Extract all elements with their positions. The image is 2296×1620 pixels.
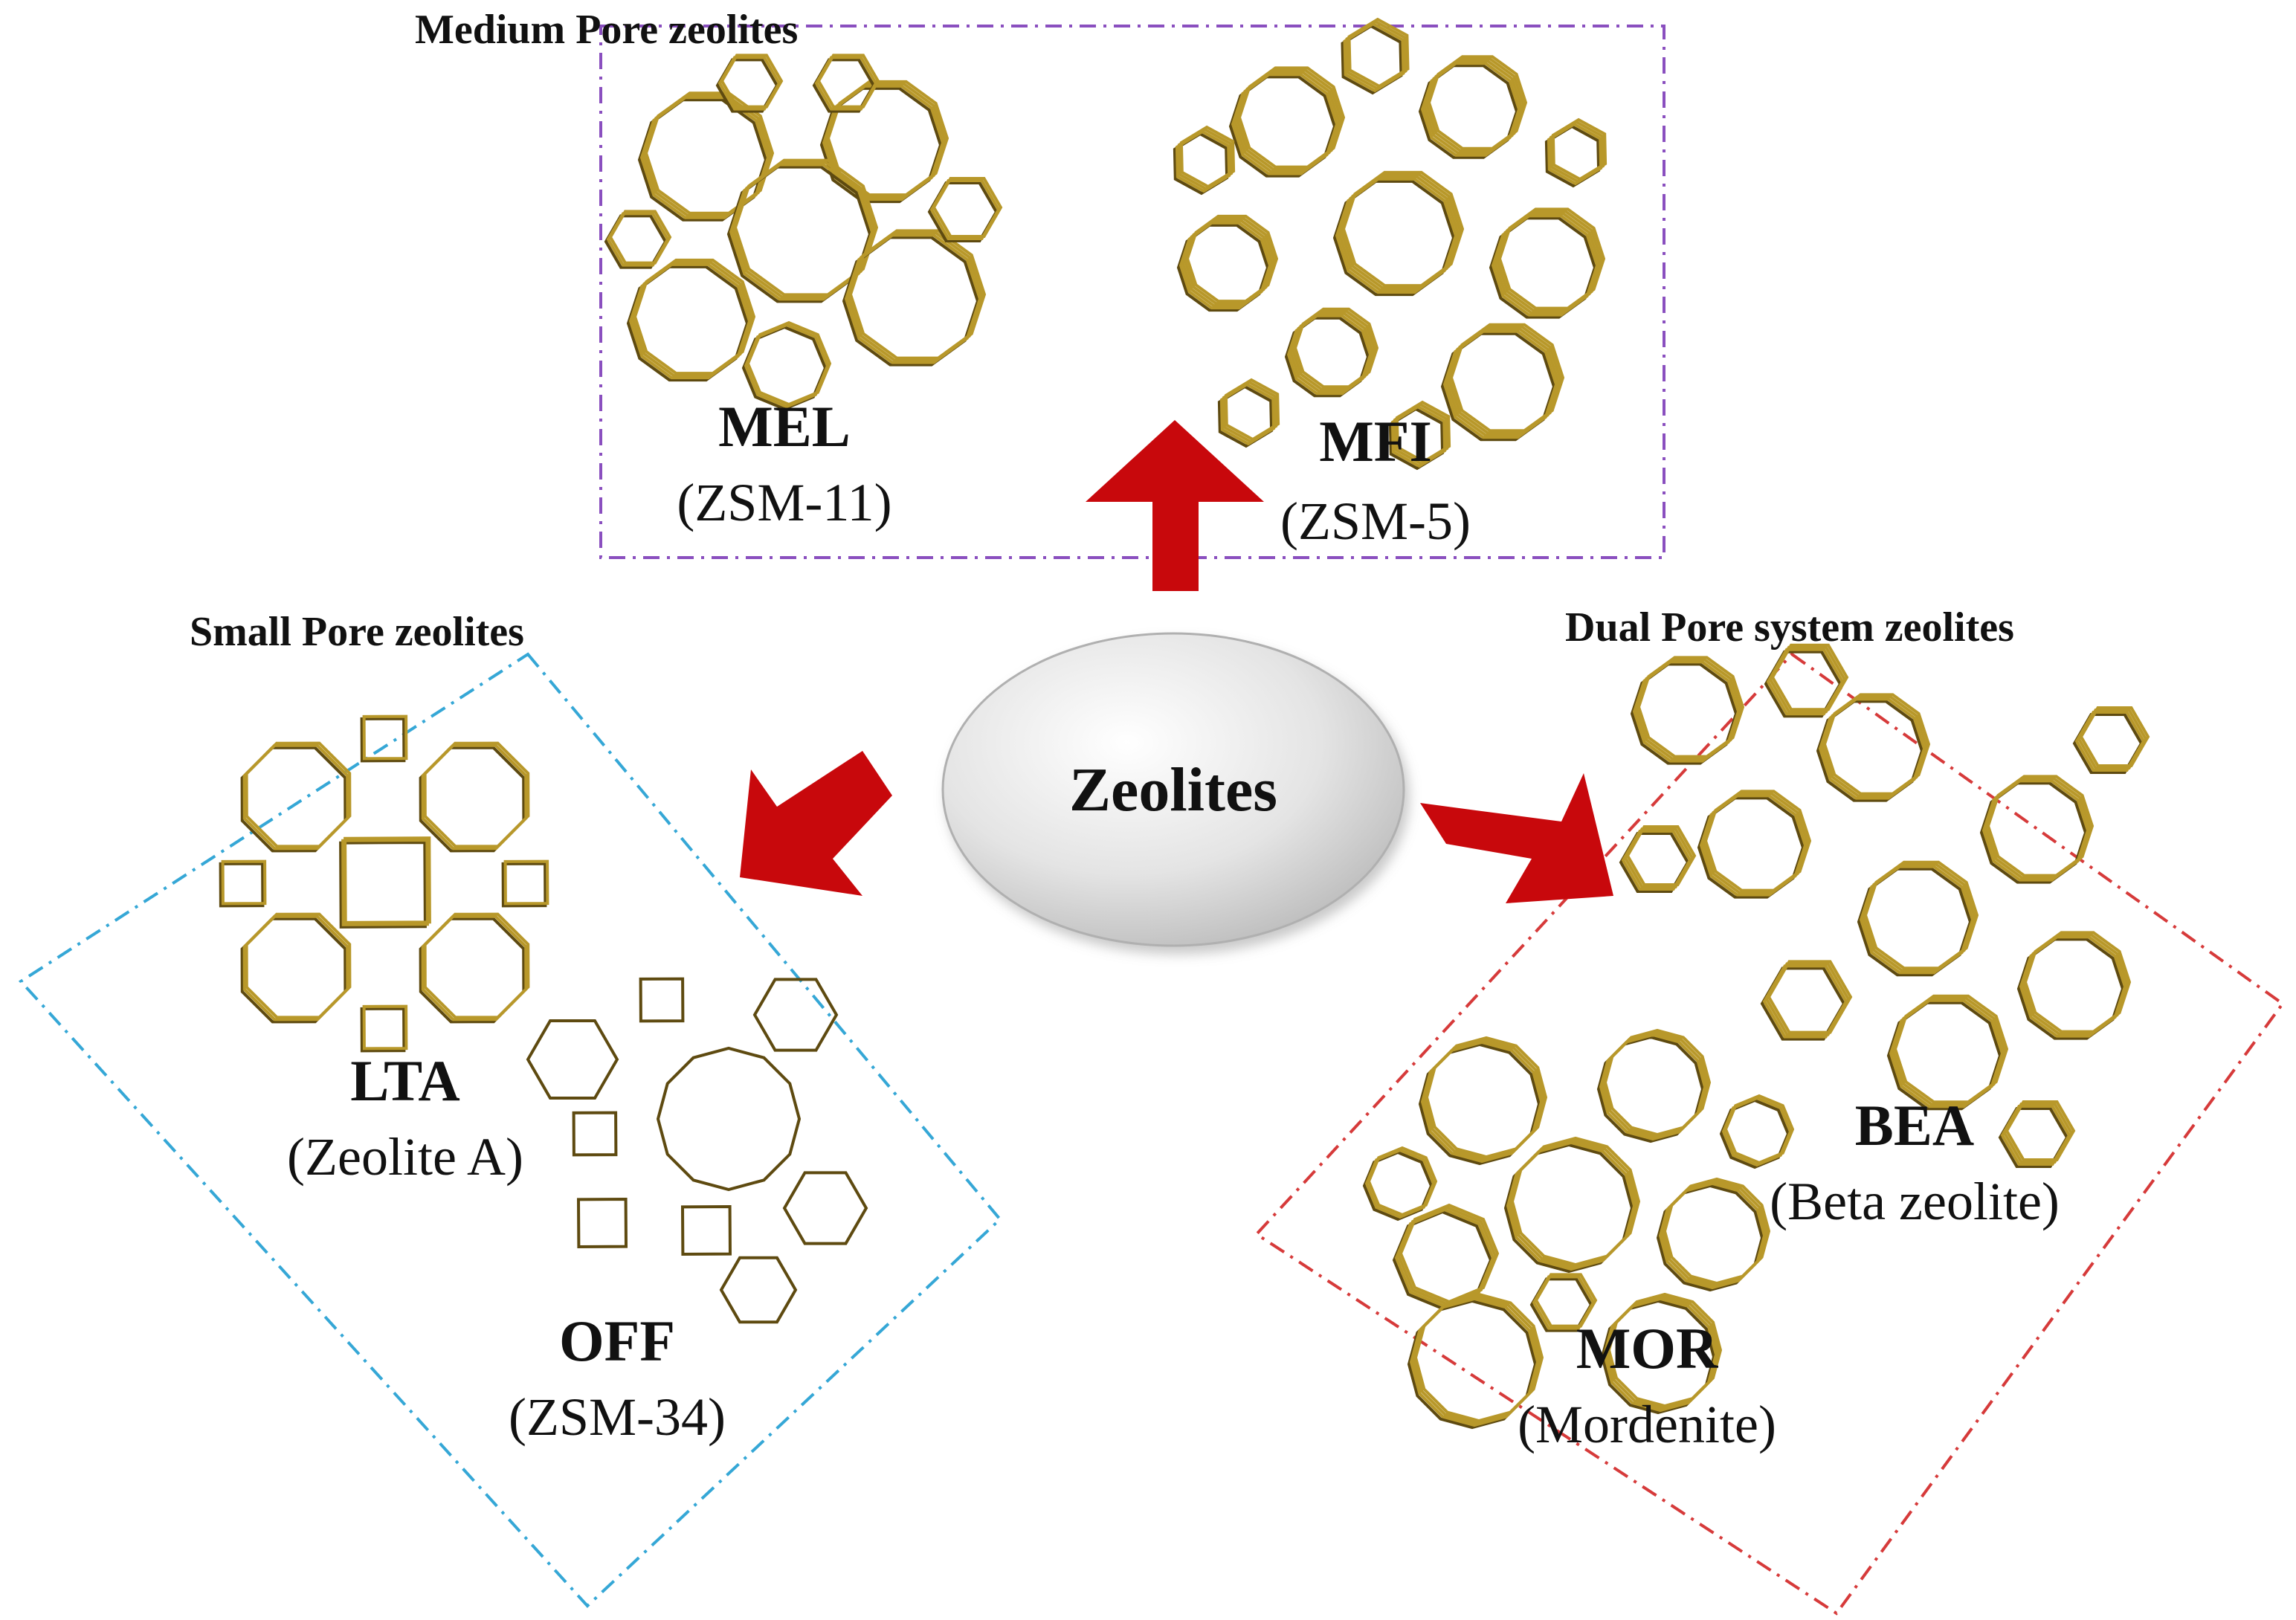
dual-pore-border xyxy=(1254,652,2285,1616)
lta-name: (Zeolite A) xyxy=(287,1127,523,1187)
dual-pore-title: Dual Pore system zeolites xyxy=(1565,604,2014,651)
mfi-code: MFI xyxy=(1319,409,1432,474)
mor-code: MOR xyxy=(1576,1316,1719,1381)
mel-code: MEL xyxy=(718,394,851,459)
center-label: Zeolites xyxy=(1069,755,1277,824)
zeolite-framework-icon xyxy=(219,714,549,1053)
zeolite-framework-icon xyxy=(1362,1028,1795,1430)
medium-pore-border xyxy=(599,25,1665,559)
bea-code: BEA xyxy=(1855,1093,1974,1158)
small-pore-border xyxy=(18,652,1002,1608)
off-name: (ZSM-34) xyxy=(509,1387,726,1447)
lta-code: LTA xyxy=(350,1048,459,1113)
mor-name: (Mordenite) xyxy=(1518,1395,1776,1454)
zeolite-framework-icon xyxy=(604,54,1003,411)
off-code: OFF xyxy=(559,1308,675,1373)
arrow-icon xyxy=(1420,773,1613,903)
center-ellipse xyxy=(941,632,1405,947)
arrow-icon xyxy=(740,751,892,896)
small-pore-title: Small Pore zeolites xyxy=(190,609,524,655)
mfi-name: (ZSM-5) xyxy=(1280,491,1471,551)
bea-name: (Beta zeolite) xyxy=(1770,1172,2060,1231)
medium-pore-title: Medium Pore zeolites xyxy=(415,7,798,53)
mel-name: (ZSM-11) xyxy=(677,473,891,532)
zeolite-framework-icon xyxy=(526,977,868,1324)
arrow-icon xyxy=(1086,420,1264,591)
zeolite-framework-icon xyxy=(1619,643,2150,1168)
zeolite-framework-icon xyxy=(1173,17,1607,471)
